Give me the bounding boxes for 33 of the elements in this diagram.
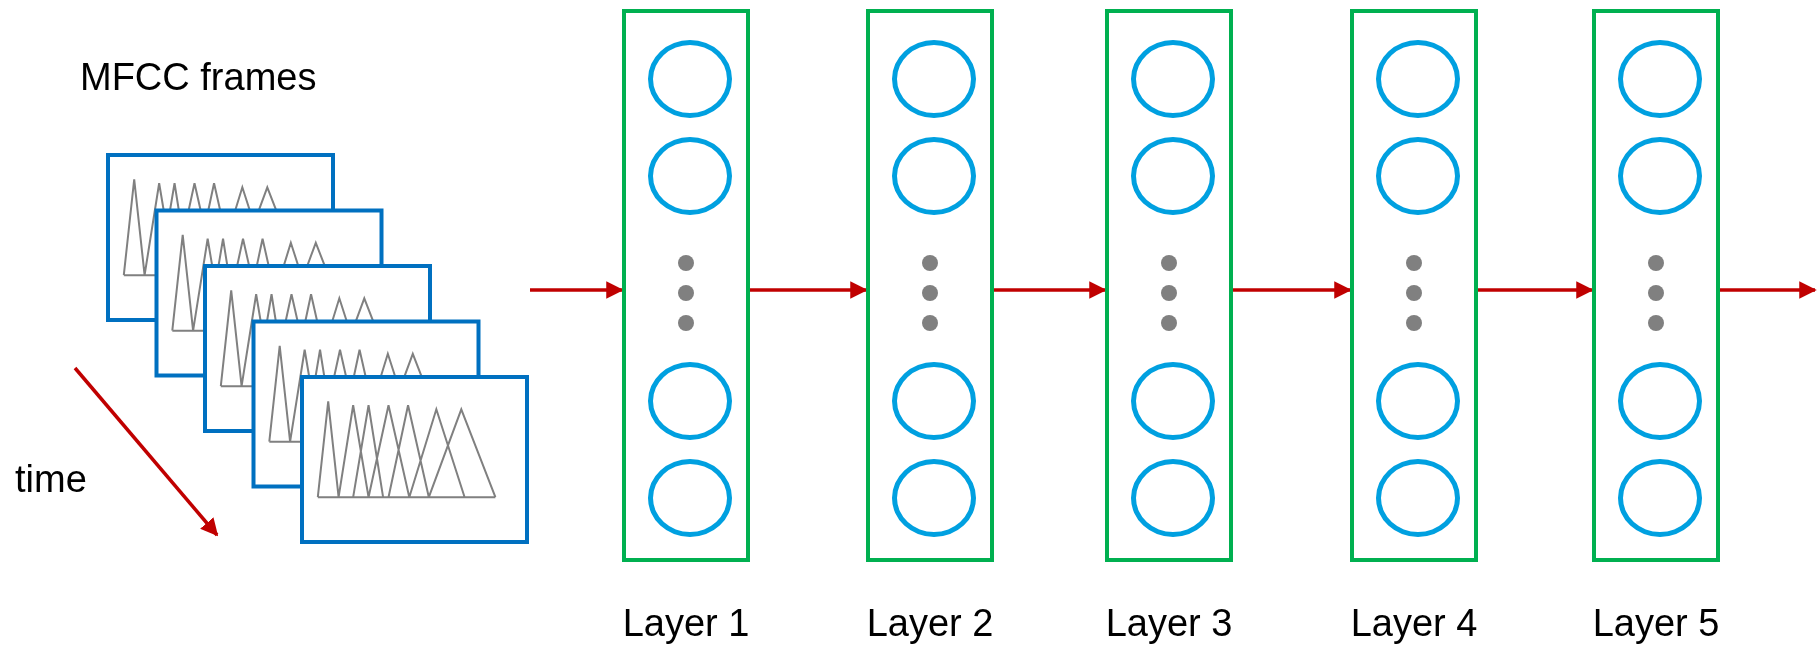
arrow	[530, 281, 624, 299]
neuron-circle	[1376, 459, 1460, 537]
neuron-circle	[1376, 40, 1460, 118]
neuron-circle	[1618, 40, 1702, 118]
arrow	[750, 281, 868, 299]
neuron-circle	[1131, 362, 1215, 440]
neuron-circle	[892, 137, 976, 215]
arrow	[1233, 281, 1352, 299]
neuron-circle	[1618, 137, 1702, 215]
axis-label: time	[15, 460, 87, 498]
neuron-circle	[648, 137, 732, 215]
neuron-circle	[1131, 459, 1215, 537]
layer-label: Layer 3	[1105, 604, 1233, 642]
neuron-circle	[1376, 362, 1460, 440]
neuron-circle	[1131, 137, 1215, 215]
neuron-circle	[892, 40, 976, 118]
neuron-circle	[892, 459, 976, 537]
arrow	[994, 281, 1107, 299]
heading: MFCC frames	[80, 58, 317, 96]
layer-label: Layer 1	[622, 604, 750, 642]
neuron-circle	[1618, 362, 1702, 440]
neuron-circle	[648, 40, 732, 118]
arrow	[1720, 281, 1817, 299]
neuron-circle	[1618, 459, 1702, 537]
layer-label: Layer 2	[866, 604, 994, 642]
layer-label: Layer 5	[1592, 604, 1720, 642]
layer-label: Layer 4	[1350, 604, 1478, 642]
neuron-circle	[648, 362, 732, 440]
neuron-circle	[1131, 40, 1215, 118]
neuron-circle	[648, 459, 732, 537]
arrow	[1478, 281, 1594, 299]
neuron-circle	[892, 362, 976, 440]
neuron-circle	[1376, 137, 1460, 215]
